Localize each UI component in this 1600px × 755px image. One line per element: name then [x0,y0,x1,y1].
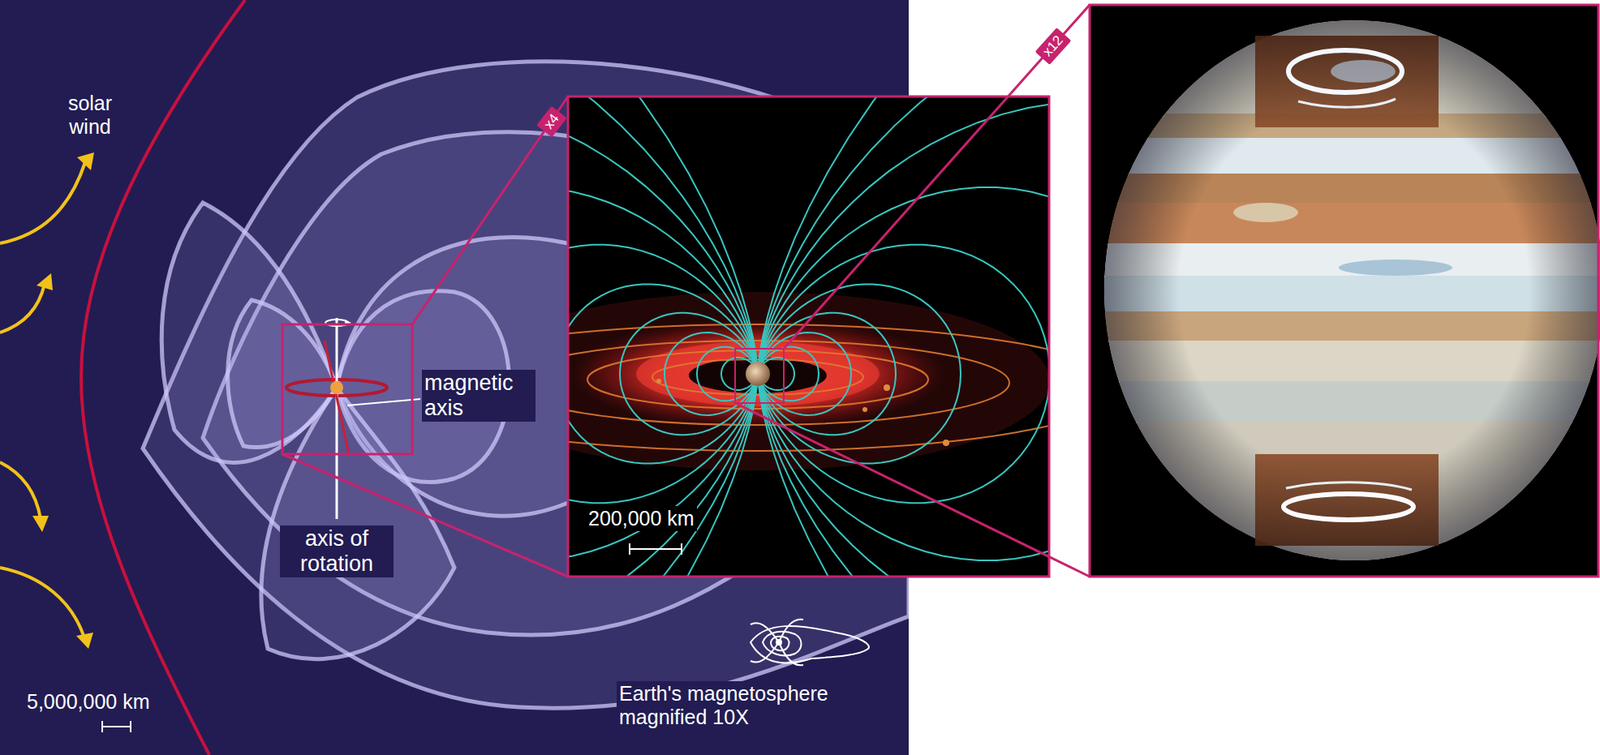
illustration-part [942,439,950,447]
illustration-part [619,313,758,435]
illustration-part [778,642,804,666]
illustration-part [261,387,455,660]
zoom-factor: x12 [1035,27,1072,65]
illustration-part [1095,16,1600,577]
zoom-tag: x4 [536,106,567,138]
illustration-part [750,626,869,663]
right-panel [1089,4,1600,577]
illustration-part [330,381,344,395]
scale-bar [629,543,682,555]
illustration-part [783,4,1090,349]
illustration-part [347,399,421,406]
illustration-part [1286,482,1412,491]
illustration-part [36,273,53,291]
illustration-part [1298,98,1396,108]
scale-bar [102,721,131,733]
zoom-lines [735,4,1090,577]
illustration-part [735,403,1090,577]
zoom-factor: x4 [536,106,567,138]
scale-label-box: 200,000 km [585,506,732,532]
solar-wind-arrows [0,162,86,641]
scale-label-box: 5,000,000 km [24,689,187,715]
illustration-part [750,642,779,663]
illustration-part [757,245,1050,504]
illustration-part [750,623,779,643]
illustration-part [1283,494,1414,521]
illustration-part [656,378,662,384]
illustration-part [567,96,1050,577]
illustration-part [567,245,758,504]
illustration-part [567,187,758,561]
axis-label-box: axis of rotation [279,525,394,578]
illustration-part [1104,20,1600,561]
illustration-part [757,313,896,435]
illustration-part [778,619,804,643]
illustration-part [282,324,413,455]
illustration-part [0,283,45,333]
illustration-part [1255,35,1439,128]
illustration-part [628,543,631,555]
illustration-part [101,721,104,733]
illustration-part [587,350,929,409]
illustration-part [0,162,86,244]
illustration-part [567,292,1050,471]
illustration-part [758,96,1050,577]
zoom-lines [282,96,568,577]
illustration-part [76,632,94,650]
illustration-part [757,187,1050,561]
illustration-part [567,324,1050,452]
illustration-part [688,357,827,394]
axis-label-box: magnetic axis [421,369,536,422]
caption-label-box: Earth's magnetosphere magnified 10X [616,681,877,731]
scale-label: 200,000 km [585,506,697,532]
illustration-part [757,101,1050,577]
illustration-part [735,348,784,404]
illustration-part [1089,4,1599,577]
illustration-part [32,516,49,533]
illustration-part [1255,454,1439,547]
illustration-part [412,96,568,325]
illustration-part [883,384,891,392]
illustration-part [286,379,388,396]
illustration-part [161,202,337,463]
illustration-part [1330,60,1396,83]
earth-magnetosphere-icon [750,619,869,667]
illustration-part [0,462,41,520]
illustration-part [567,324,1050,452]
illustration-part [0,567,86,641]
illustration-part [775,639,783,646]
zoom-tag: x12 [1035,27,1072,65]
illustration-part [758,96,1050,577]
illustration-part [652,359,864,396]
illustration-part [335,318,339,520]
illustration-part [567,96,757,577]
illustration-part [567,101,758,577]
illustration-part [571,318,945,430]
illustration-part [1288,50,1403,93]
flow-label: solar wind [53,90,127,140]
axis-label: magnetic axis [421,369,536,422]
axis-label: axis of rotation [279,525,394,578]
flow-label-box: solar wind [53,90,127,140]
illustration-part [32,152,95,650]
illustration-part [567,96,757,577]
illustration-part [77,152,95,171]
illustration-part [862,407,868,413]
illustration-part [102,726,131,728]
illustration-part [629,548,682,551]
illustration-part [324,340,349,455]
illustration-part [567,96,1050,577]
illustration-part [567,96,1050,577]
illustration-part [129,721,132,733]
illustration-part [745,361,770,387]
caption-label: Earth's magnetosphere magnified 10X [616,681,877,731]
illustration-part [680,543,683,555]
scale-label: 5,000,000 km [24,689,153,715]
illustration-part [757,283,961,464]
